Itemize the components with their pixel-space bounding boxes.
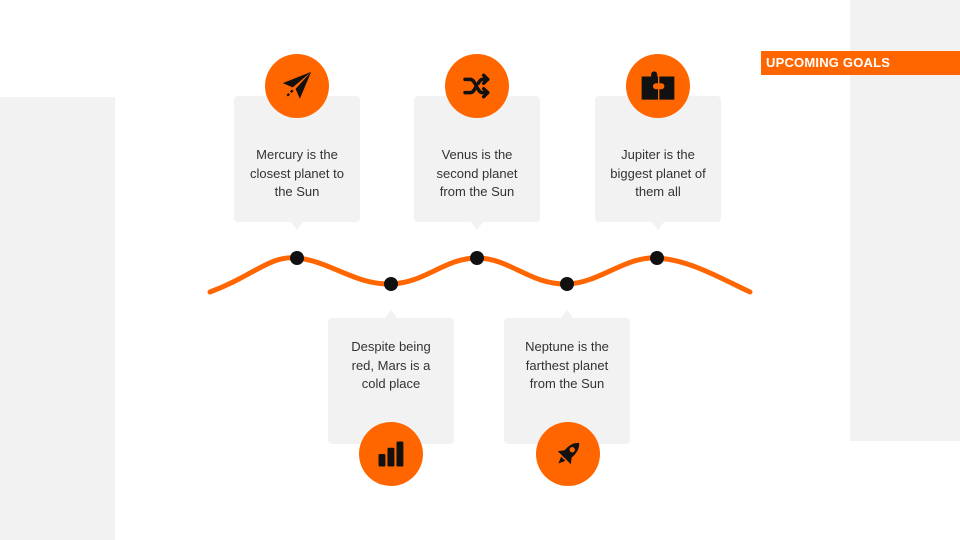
card-pointer [561,310,573,318]
card-mercury-text: Mercury is the closest planet to the Sun [250,147,344,200]
timeline-dot-venus [470,251,484,265]
card-pointer [385,310,397,318]
card-pointer [652,222,664,230]
rocket-icon [536,422,600,486]
card-neptune: Neptune is the farthest planet from the … [504,310,630,444]
timeline-dot-jupiter [650,251,664,265]
card-pointer [471,222,483,230]
timeline-dot-mercury [290,251,304,265]
bar-chart-icon [359,422,423,486]
paper-plane-icon [265,54,329,118]
background-panel-left [0,97,115,540]
card-venus-text: Venus is the second planet from the Sun [436,147,518,200]
card-pointer [291,222,303,230]
card-jupiter-text: Jupiter is the biggest planet of them al… [610,147,706,200]
card-neptune-text: Neptune is the farthest planet from the … [525,339,609,392]
card-mars-text: Despite being red, Mars is a cold place [351,339,431,392]
puzzle-icon [626,54,690,118]
timeline-dot-mars [384,277,398,291]
timeline-dot-neptune [560,277,574,291]
page-title: UPCOMING GOALS [761,51,960,75]
shuffle-icon [445,54,509,118]
